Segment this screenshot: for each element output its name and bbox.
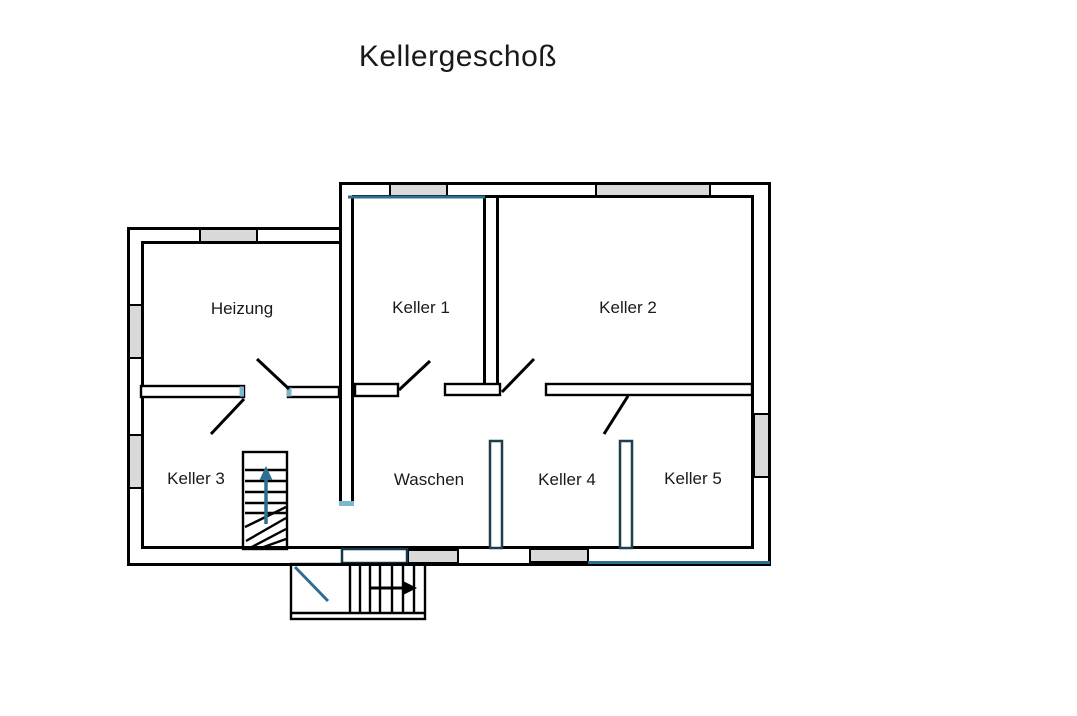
window-bottom-waschen bbox=[407, 549, 459, 564]
door-jamb-tick-left bbox=[239, 386, 244, 397]
room-label-heizung: Heizung bbox=[210, 299, 274, 318]
wall-keller2-bottom bbox=[544, 382, 754, 397]
window-top-keller2 bbox=[595, 183, 711, 197]
exterior-stair-outline bbox=[289, 562, 427, 621]
wall-keller3-top-left bbox=[139, 384, 246, 399]
wall-keller3-top-right bbox=[286, 385, 341, 399]
arrow-up-icon bbox=[259, 466, 273, 524]
interior-staircase bbox=[241, 450, 289, 551]
exit-door-opening bbox=[340, 547, 409, 565]
room-label-keller-5: Keller 5 bbox=[664, 469, 722, 488]
stair-outline bbox=[241, 450, 289, 551]
room-label-keller-3: Keller 3 bbox=[167, 469, 225, 488]
door-jamb-tick-right bbox=[287, 387, 292, 397]
page-title: Kellergeschoß bbox=[358, 40, 558, 73]
wall-waschen-top-1 bbox=[353, 382, 400, 398]
exterior-staircase bbox=[289, 562, 427, 621]
winder-step-3 bbox=[249, 527, 287, 550]
wall-waschen-top-2 bbox=[443, 382, 502, 397]
door-swing-keller3 bbox=[209, 397, 246, 436]
door-swing-keller2 bbox=[500, 357, 536, 394]
room-label-keller-1: Keller 1 bbox=[392, 298, 450, 317]
door-swing-heizung bbox=[255, 357, 291, 391]
wall-end-tick-stairwell bbox=[339, 501, 354, 506]
room-label-keller-4: Keller 4 bbox=[538, 470, 596, 489]
window-right-keller5 bbox=[753, 413, 770, 478]
door-swing-exit bbox=[293, 565, 330, 603]
room-label-waschen: Waschen bbox=[393, 470, 465, 489]
window-top-heizung bbox=[199, 228, 258, 243]
partition-waschen-keller4 bbox=[488, 439, 504, 550]
windows bbox=[128, 183, 770, 564]
interior-walls bbox=[139, 196, 754, 550]
window-top-keller1 bbox=[389, 183, 448, 197]
winder-step-4 bbox=[260, 537, 287, 550]
window-left-heizung bbox=[128, 304, 143, 359]
inner-wall-outline bbox=[141, 195, 754, 549]
winder-step-2 bbox=[245, 516, 287, 543]
door-swing-keller1 bbox=[397, 359, 432, 392]
window-left-keller3 bbox=[128, 434, 143, 489]
room-label-keller-2: Keller 2 bbox=[599, 298, 657, 317]
doors bbox=[209, 357, 630, 603]
arrow-right-icon bbox=[371, 581, 417, 595]
partition-keller4-keller5 bbox=[618, 439, 634, 550]
accent-lines bbox=[348, 195, 770, 564]
window-bottom-keller4 bbox=[529, 548, 589, 563]
door-swing-keller4 bbox=[602, 395, 630, 435]
